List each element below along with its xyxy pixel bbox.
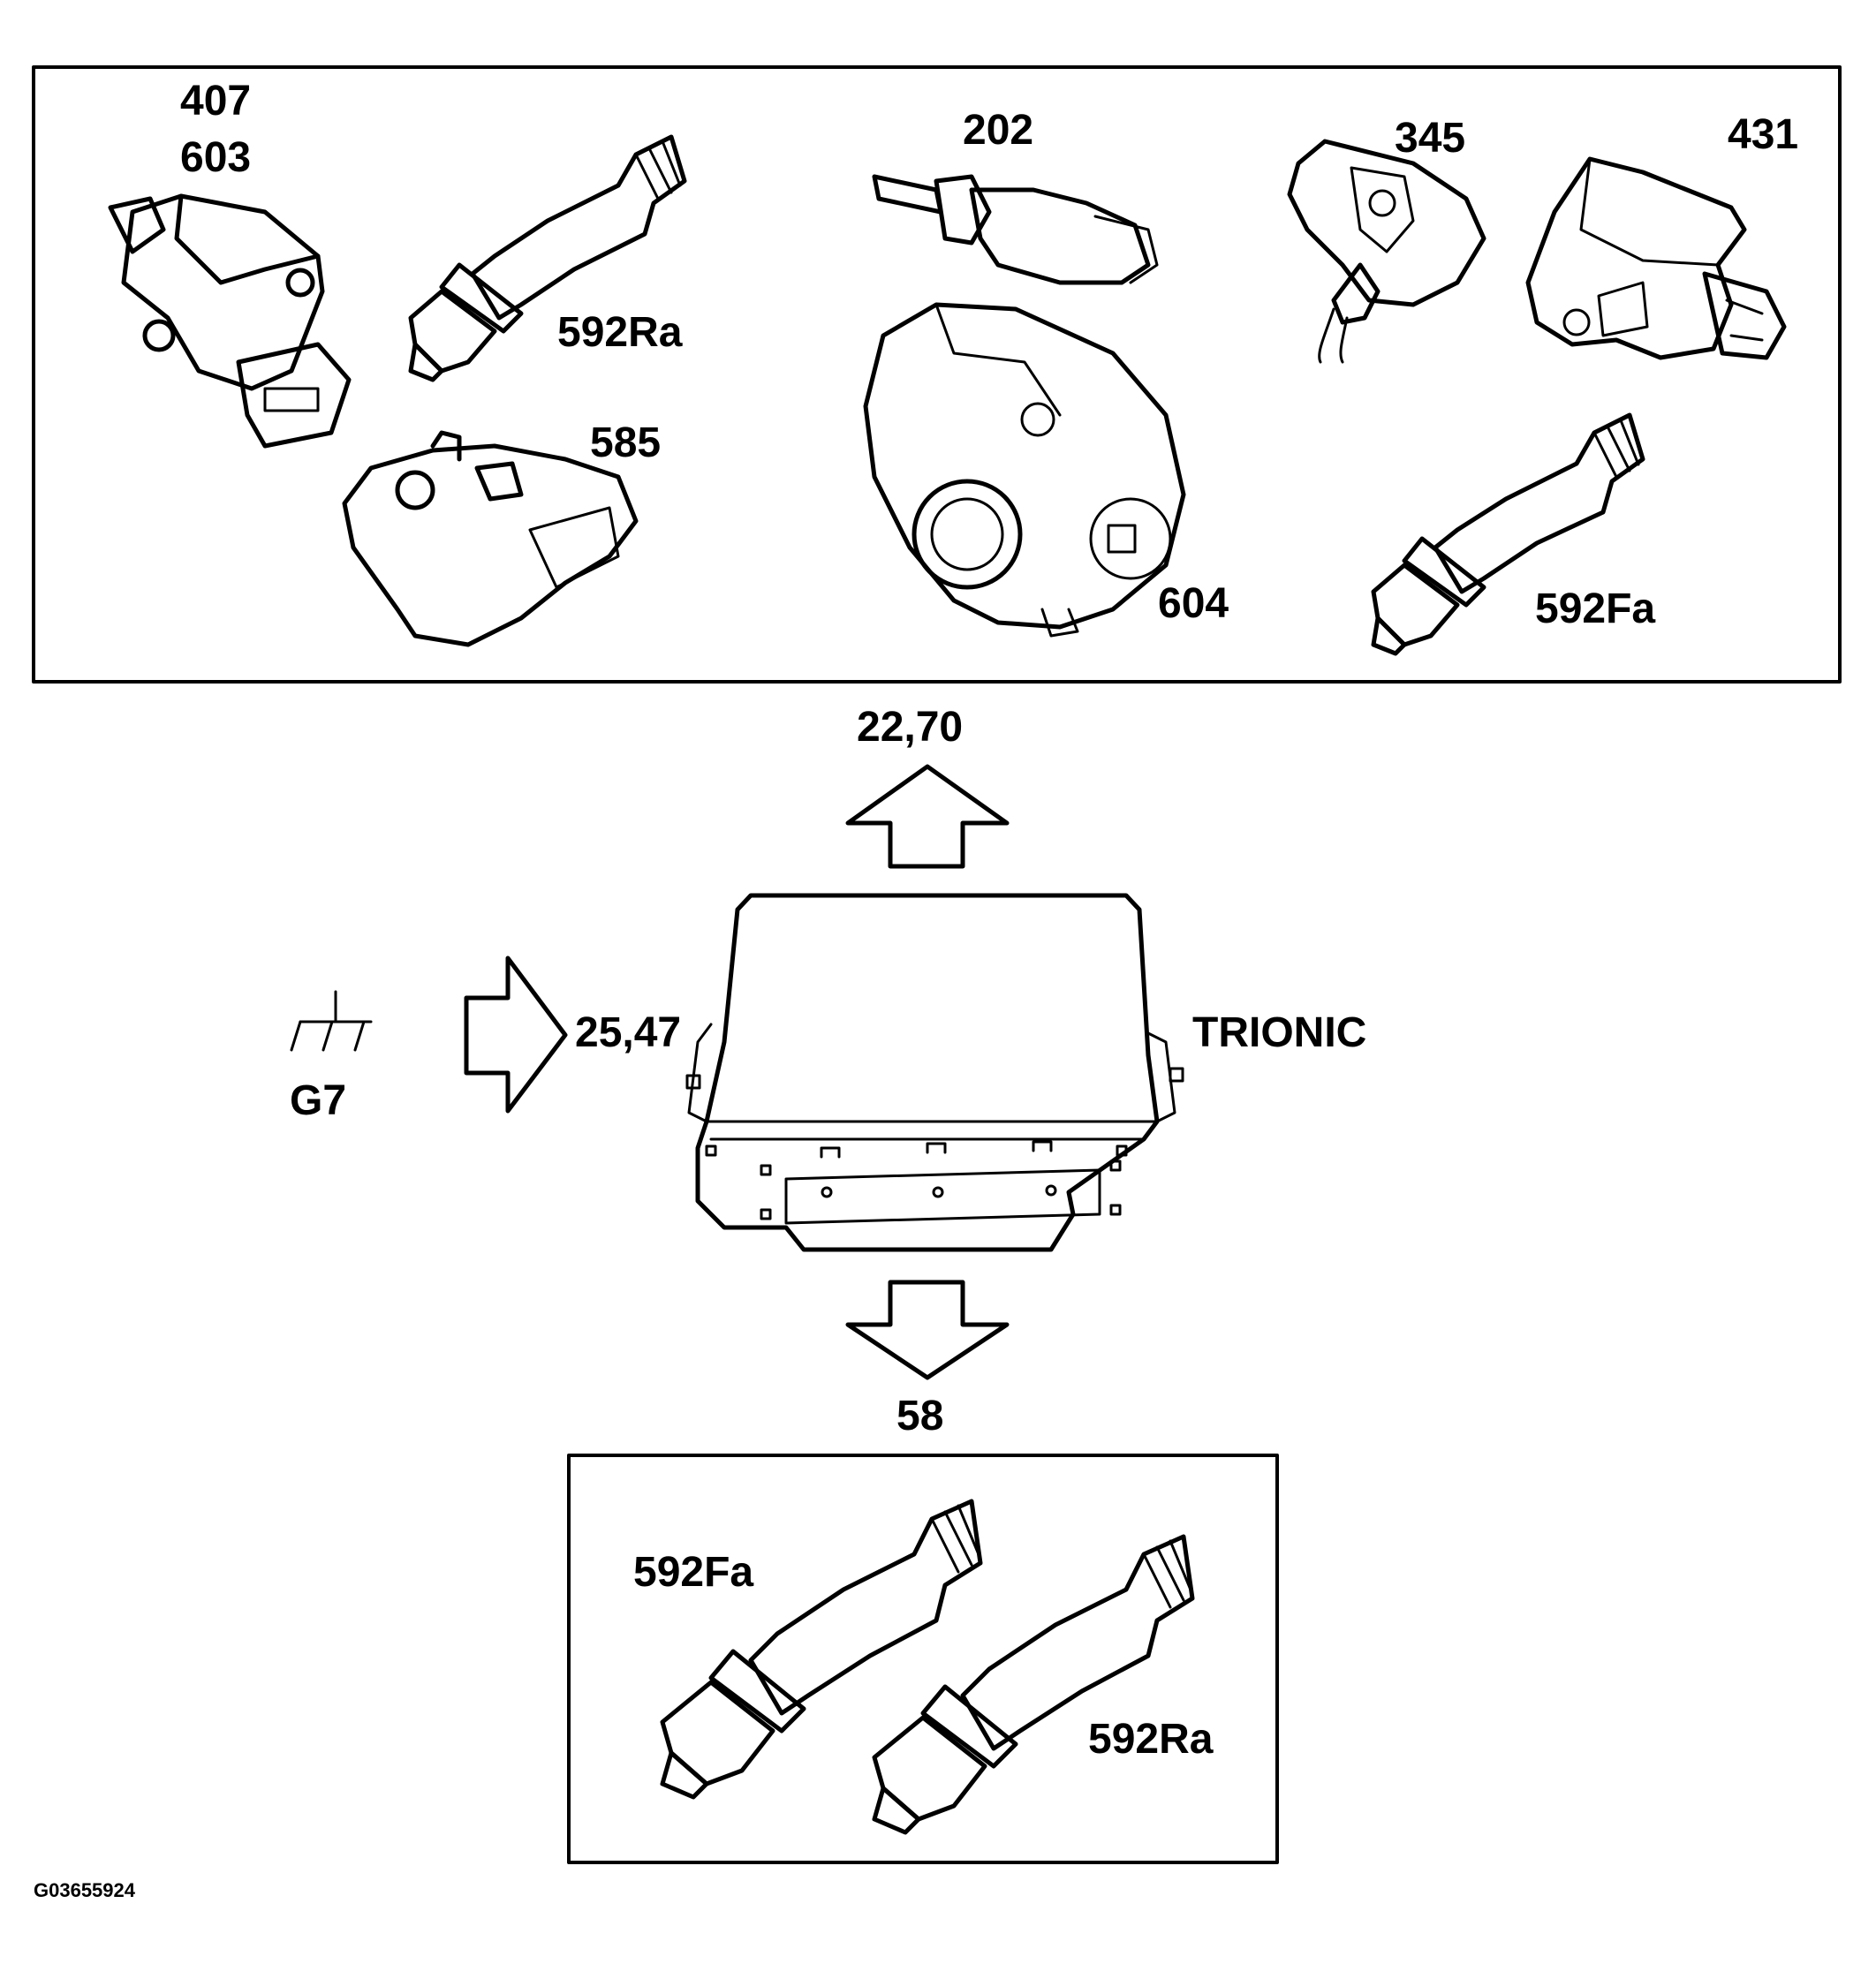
label-592fa-bottom: 592Fa [633, 1549, 754, 1596]
temperature-sensor-202-icon [872, 174, 1159, 285]
ecu-label: TRIONIC [1192, 1009, 1367, 1056]
output-bottom-label: 58 [896, 1393, 944, 1439]
oxygen-sensor-592ra-bottom-icon [872, 1534, 1195, 1835]
ground-symbol-icon [290, 990, 373, 1052]
output-arrow-down-icon [845, 1280, 1010, 1380]
label-592ra-top: 592Ra [557, 309, 683, 356]
throttle-body-604-icon [863, 302, 1186, 638]
sensor-431-icon [1525, 156, 1787, 360]
label-603: 603 [180, 134, 252, 181]
oxygen-sensor-592fa-top-icon [1371, 412, 1645, 656]
label-345: 345 [1395, 115, 1466, 162]
output-top-label: 22,70 [857, 704, 964, 751]
label-202: 202 [963, 107, 1034, 154]
bottom-components-frame [567, 1454, 1279, 1864]
label-407: 407 [180, 78, 252, 125]
input-left-label: 25,47 [575, 1009, 682, 1056]
trionic-ecu-icon [685, 893, 1184, 1252]
sensor-585-icon [342, 430, 639, 647]
output-arrow-up-icon [845, 764, 1010, 869]
input-arrow-right-icon [464, 956, 568, 1114]
label-585: 585 [590, 419, 662, 466]
figure-code: G03655924 [34, 1879, 135, 1901]
label-431: 431 [1728, 111, 1799, 158]
pressure-sensor-407-603-icon [108, 193, 352, 449]
label-592fa-top: 592Fa [1535, 585, 1656, 632]
top-components-frame [32, 65, 1842, 684]
oxygen-sensor-592ra-top-icon [408, 134, 687, 382]
sensor-345-icon [1287, 139, 1486, 364]
oxygen-sensor-592fa-bottom-icon [660, 1499, 983, 1800]
ground-label: G7 [290, 1077, 347, 1124]
label-592ra-bottom: 592Ra [1088, 1716, 1214, 1763]
label-604: 604 [1158, 580, 1229, 627]
